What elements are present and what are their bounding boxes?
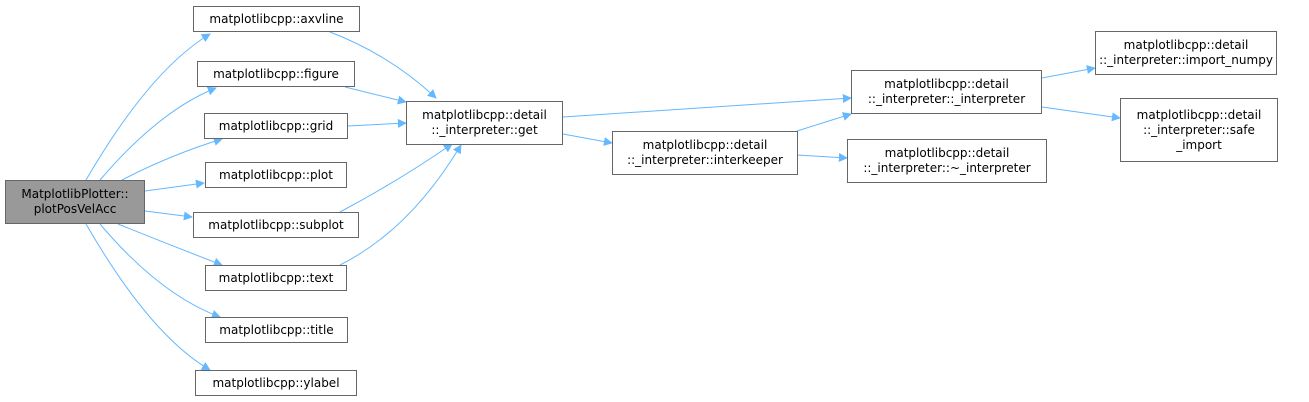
edge-root-to-figure (99, 86, 217, 181)
node-get[interactable]: matplotlibcpp::detail::_interpreter::get (406, 101, 563, 145)
edge-interkeeper-to-ctor (796, 112, 852, 132)
node-ylabel[interactable]: matplotlibcpp::ylabel (195, 370, 357, 396)
node-label-line: matplotlibcpp::detail (1136, 107, 1262, 122)
node-root[interactable]: MatplotlibPlotter::plotPosVelAcc (5, 180, 145, 224)
node-subplot[interactable]: matplotlibcpp::subplot (193, 212, 359, 238)
node-label-line: matplotlibcpp::figure (213, 66, 339, 81)
node-label-line: matplotlibcpp::plot (219, 167, 333, 182)
edge-root-to-ylabel (85, 223, 211, 371)
node-label-line: matplotlibcpp::detail (642, 138, 768, 152)
node-ctor[interactable]: matplotlibcpp::detail::_interpreter::_in… (851, 70, 1042, 114)
node-label-line: ::_interpreter::_interpreter (867, 92, 1026, 106)
node-label-line: ::_interpreter::import_numpy (1099, 53, 1273, 67)
node-title[interactable]: matplotlibcpp::title (205, 317, 348, 343)
node-label-line: matplotlibcpp::ylabel (212, 375, 340, 390)
node-label-line: matplotlibcpp::detail (1123, 38, 1249, 52)
node-label-line: matplotlibcpp::text (218, 270, 334, 285)
edge-subplot-to-get (339, 143, 453, 213)
edge-root-to-plot (144, 179, 205, 192)
edge-figure-to-get (344, 86, 407, 105)
edge-root-to-grid (121, 137, 223, 181)
edge-root-to-title (99, 223, 221, 319)
node-label-line: matplotlibcpp::subplot (208, 217, 344, 232)
edge-root-to-text (117, 223, 223, 267)
edge-get-to-ctor (562, 94, 852, 118)
node-label-line: ::_interpreter::get (431, 123, 538, 137)
node-label-line: MatplotlibPlotter:: (21, 187, 129, 201)
node-label-line: matplotlibcpp::title (219, 322, 334, 337)
node-label-line: matplotlibcpp::axvline (209, 11, 344, 26)
node-label-line: plotPosVelAcc (33, 202, 117, 216)
node-axvline[interactable]: matplotlibcpp::axvline (193, 6, 360, 32)
node-interkeeper[interactable]: matplotlibcpp::detail::_interpreter::int… (612, 131, 798, 175)
edge-grid-to-get (347, 118, 407, 128)
node-plot[interactable]: matplotlibcpp::plot (205, 162, 347, 188)
node-grid[interactable]: matplotlibcpp::grid (204, 113, 348, 139)
node-label-line: ::_interpreter::~_interpreter (863, 161, 1031, 175)
node-label-line: _import (1176, 137, 1222, 152)
node-label-line: matplotlibcpp::detail (884, 77, 1009, 91)
node-label-line: matplotlibcpp::detail (884, 146, 1010, 160)
edge-interkeeper-to-dtor (796, 153, 848, 163)
edge-root-to-subplot (144, 210, 193, 221)
node-text[interactable]: matplotlibcpp::text (205, 265, 347, 291)
node-import-numpy[interactable]: matplotlibcpp::detail::_interpreter::imp… (1095, 31, 1277, 75)
edge-get-to-interkeeper (562, 133, 613, 146)
node-label-line: matplotlibcpp::grid (218, 118, 334, 133)
edge-ctor-to-import-numpy (1041, 65, 1096, 79)
node-safe-import[interactable]: matplotlibcpp::detail::_interpreter::saf… (1120, 98, 1278, 162)
edge-ctor-to-safe-import (1041, 106, 1121, 122)
edge-axvline-to-get (329, 31, 437, 99)
edge-root-to-axvline (85, 33, 211, 181)
node-dtor[interactable]: matplotlibcpp::detail::_interpreter::~_i… (847, 139, 1047, 183)
node-label-line: ::_interpreter::safe (1143, 122, 1255, 137)
edge-text-to-get (339, 144, 462, 266)
node-label-line: ::_interpreter::interkeeper (627, 153, 783, 167)
node-label-line: matplotlibcpp::detail (422, 108, 547, 122)
node-figure[interactable]: matplotlibcpp::figure (197, 61, 355, 87)
